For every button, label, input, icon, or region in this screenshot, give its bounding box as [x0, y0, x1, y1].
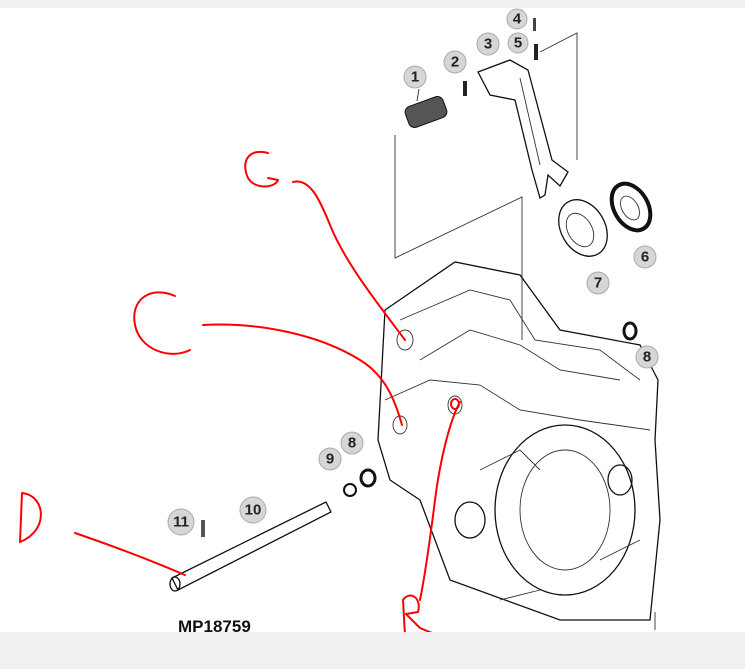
arrow-line-g — [292, 180, 406, 341]
callout-4: 4 — [506, 8, 528, 30]
callout-5: 5 — [507, 32, 529, 54]
shift-fork-part — [477, 59, 569, 199]
svg-text:4: 4 — [513, 11, 522, 28]
handwritten-c — [133, 291, 191, 355]
arrow-line-r — [419, 401, 461, 601]
handwritten-d — [19, 492, 42, 543]
transmission-housing — [377, 261, 661, 630]
figure-caption: MP18759 — [178, 617, 251, 636]
handwritten-g — [244, 150, 279, 188]
svg-text:11: 11 — [173, 514, 189, 531]
handwritten-r — [402, 594, 433, 632]
callout-11: 11 — [167, 508, 195, 536]
callout-6: 6 — [633, 245, 657, 269]
red-circle-mark — [450, 398, 460, 410]
pin-part — [463, 81, 467, 96]
svg-text:8: 8 — [348, 435, 356, 452]
callout-10: 10 — [239, 496, 267, 524]
washer-part — [343, 483, 357, 497]
svg-text:9: 9 — [326, 451, 334, 468]
svg-text:6: 6 — [641, 249, 649, 266]
callout-3: 3 — [476, 32, 500, 56]
shaft-part — [169, 501, 332, 592]
bearing-part — [609, 181, 653, 233]
callout-8-upper: 8 — [635, 345, 659, 369]
spring-part — [404, 88, 448, 128]
pin-part — [533, 18, 536, 31]
callout-2: 2 — [443, 50, 467, 74]
seal-part — [622, 321, 638, 341]
svg-text:2: 2 — [451, 54, 459, 71]
callout-7: 7 — [586, 271, 610, 295]
svg-text:3: 3 — [484, 36, 492, 53]
parts-diagram: 1 2 3 4 5 6 7 8 8 9 10 11 — [19, 8, 661, 632]
collar-part — [558, 199, 608, 257]
callout-8-lower: 8 — [340, 431, 364, 455]
diagram-canvas: 1 2 3 4 5 6 7 8 8 9 10 11 MP18759 — [0, 8, 745, 636]
pin-part — [534, 44, 538, 60]
arrow-line-d — [74, 532, 186, 576]
svg-text:7: 7 — [594, 275, 602, 292]
red-annotations — [19, 150, 461, 632]
leader-frame — [394, 32, 578, 340]
svg-text:1: 1 — [411, 69, 419, 86]
svg-text:10: 10 — [245, 502, 262, 519]
callout-1: 1 — [403, 65, 427, 89]
callout-9: 9 — [318, 447, 342, 471]
seal-part — [359, 468, 377, 488]
arrow-line-c — [202, 323, 403, 426]
svg-text:5: 5 — [514, 35, 522, 52]
svg-text:8: 8 — [643, 349, 651, 366]
